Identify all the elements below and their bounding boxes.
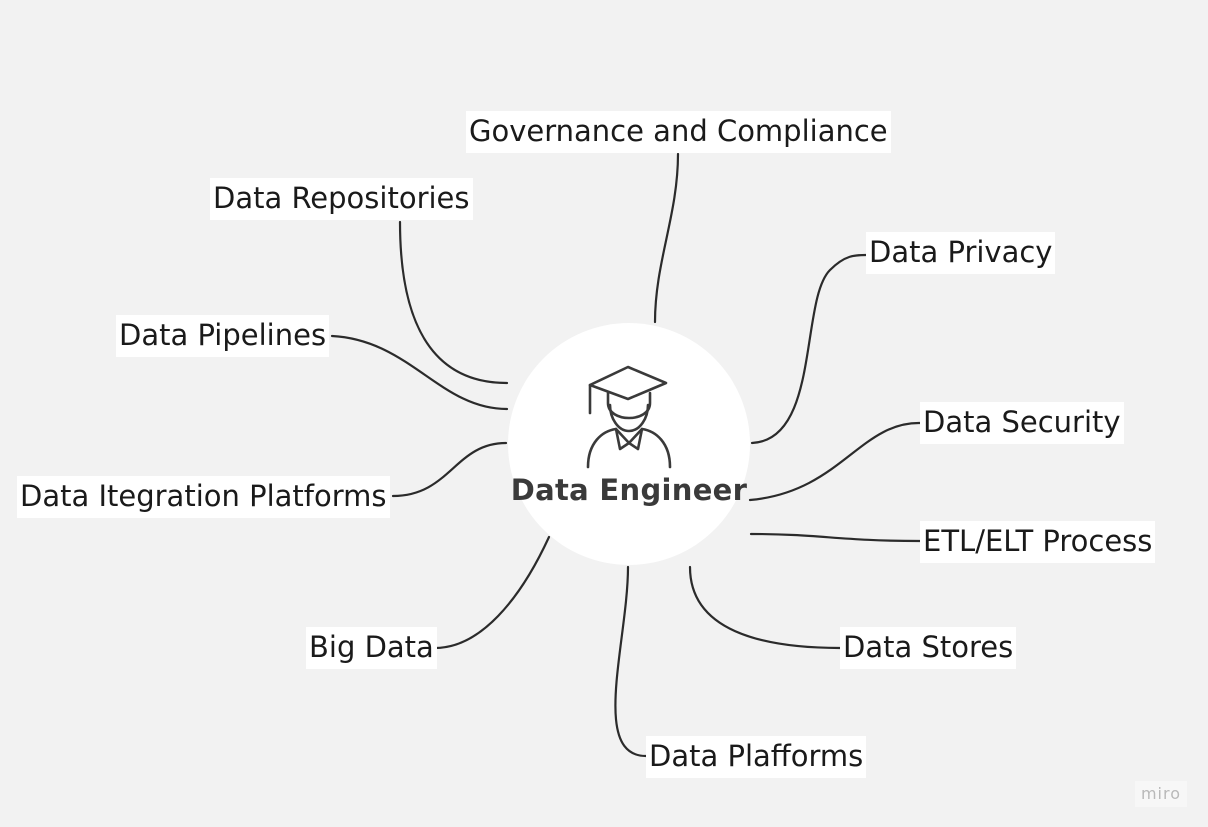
node-big-data[interactable]: Big Data xyxy=(306,627,437,669)
node-data-security[interactable]: Data Security xyxy=(920,402,1124,444)
node-governance-and-compliance[interactable]: Governance and Compliance xyxy=(466,111,891,153)
node-data-pipelines[interactable]: Data Pipelines xyxy=(116,315,330,357)
connector-pipelines xyxy=(330,334,509,411)
connector-stores xyxy=(688,565,842,650)
central-label: Data Engineer xyxy=(510,473,748,507)
connector-privacy xyxy=(750,253,868,445)
connector-platforms xyxy=(614,565,648,758)
connector-repositories xyxy=(398,220,509,385)
connector-security xyxy=(748,421,922,502)
connector-integration xyxy=(391,441,508,498)
node-data-repositories[interactable]: Data Repositories xyxy=(210,178,473,220)
graduate-person-icon xyxy=(586,365,672,469)
node-data-integration-platforms[interactable]: Data Itegration Platforms xyxy=(17,476,390,518)
node-etl-elt-process[interactable]: ETL/ELT Process xyxy=(920,521,1156,563)
central-node[interactable]: Data Engineer xyxy=(508,323,750,565)
miro-watermark: miro xyxy=(1135,781,1187,807)
node-data-privacy[interactable]: Data Privacy xyxy=(866,232,1056,274)
node-data-platforms[interactable]: Data Plafforms xyxy=(646,736,867,778)
connector-etl xyxy=(749,532,922,543)
node-data-stores[interactable]: Data Stores xyxy=(840,627,1017,669)
connector-governance xyxy=(653,152,680,324)
connector-big-data xyxy=(433,535,551,650)
